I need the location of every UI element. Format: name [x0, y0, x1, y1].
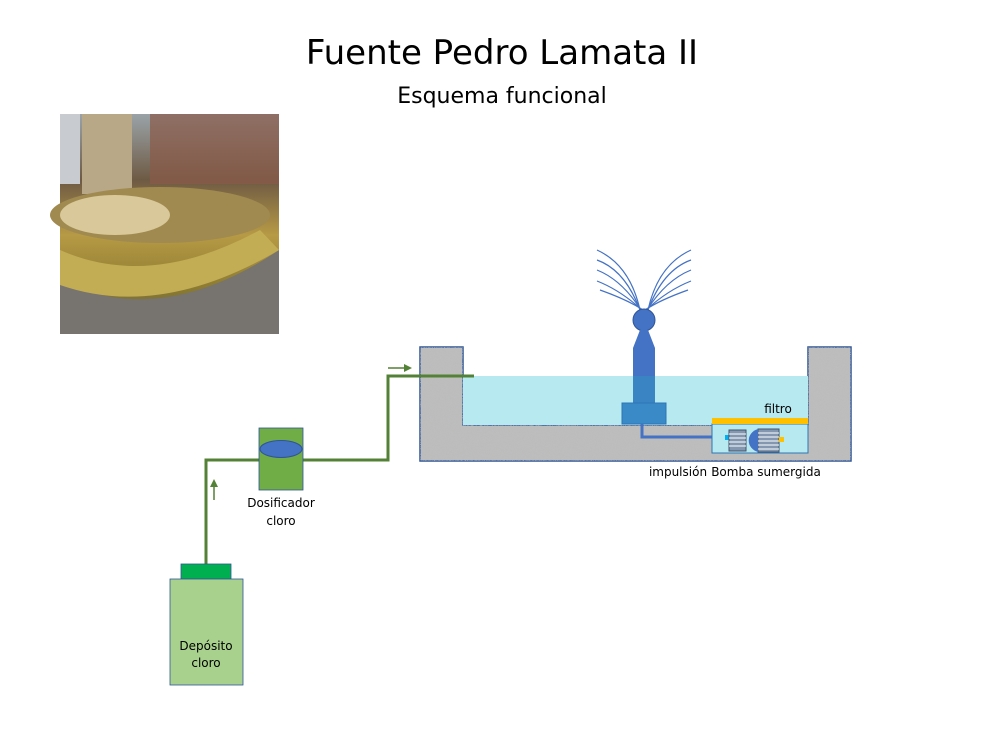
doser-label-line1: Dosificador	[247, 496, 315, 510]
page-title: Fuente Pedro Lamata II	[306, 33, 698, 73]
flow-arrow-right-icon	[388, 364, 412, 372]
pump-label: Bomba sumergida	[711, 465, 821, 479]
chlorine-pipe	[204, 374, 474, 564]
fountain-photo	[50, 114, 279, 334]
tank-label-line2: cloro	[191, 656, 220, 670]
filter-label: filtro	[764, 402, 792, 416]
water-jets-icon	[596, 249, 692, 311]
filter-bar	[712, 418, 808, 424]
chlorine-doser	[258, 427, 304, 491]
impulsion-label: impulsión	[649, 465, 707, 479]
chlorine-tank	[169, 563, 244, 686]
submersible-pump	[711, 418, 809, 454]
flow-arrow-up-icon	[210, 479, 218, 500]
doser-label-line2: cloro	[266, 514, 295, 528]
impulsion-pipe	[640, 424, 729, 439]
tank-label-line1: Depósito	[179, 639, 232, 653]
fountain-nozzle	[621, 308, 667, 425]
page-subtitle: Esquema funcional	[397, 84, 607, 109]
